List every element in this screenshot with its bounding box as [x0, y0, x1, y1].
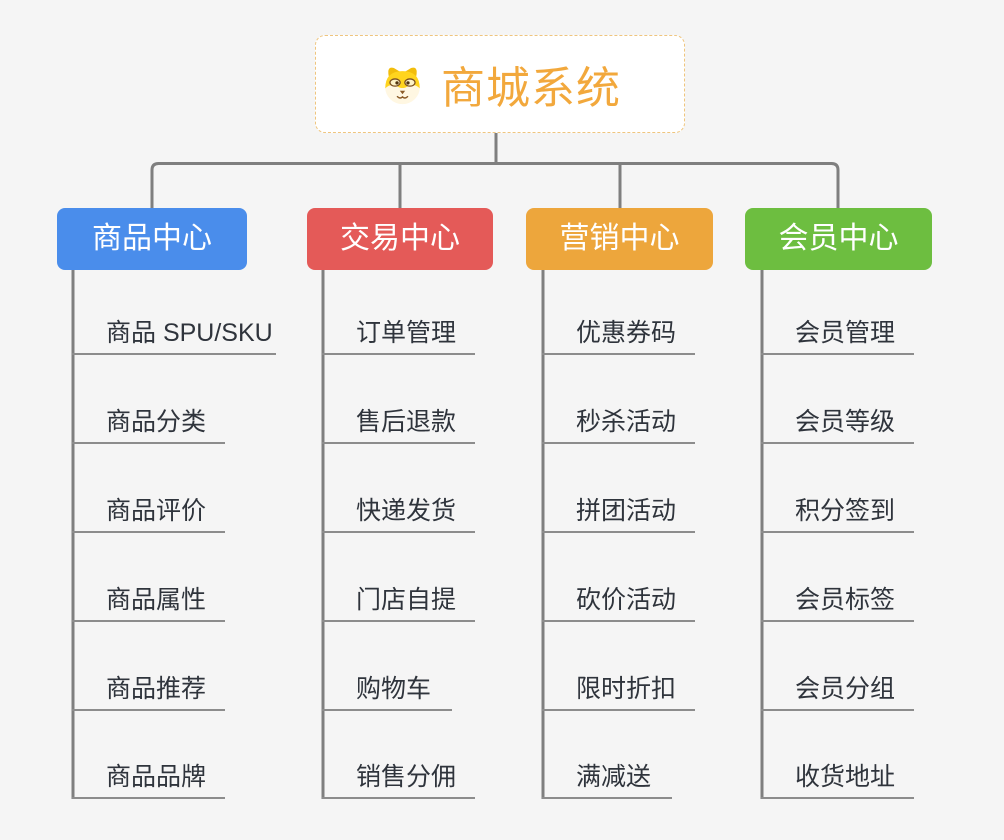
branch-node-marketing-center[interactable]: 营销中心 — [526, 208, 713, 270]
dog-face-icon — [385, 67, 420, 104]
leaf-node[interactable]: 秒杀活动 — [542, 408, 695, 444]
branch-node-member-center[interactable]: 会员中心 — [745, 208, 932, 270]
leaf-node[interactable]: 砍价活动 — [542, 586, 695, 622]
leaf-node[interactable]: 商品 SPU/SKU — [72, 319, 276, 355]
leaf-node[interactable]: 优惠券码 — [542, 319, 695, 355]
leaf-node[interactable]: 商品品牌 — [72, 763, 225, 799]
leaf-node[interactable]: 购物车 — [322, 675, 452, 711]
leaf-node[interactable]: 限时折扣 — [542, 675, 695, 711]
branch-node-product-center[interactable]: 商品中心 — [57, 208, 247, 270]
root-title: 商城系统 — [441, 64, 621, 113]
connector-top-rail — [150, 162, 840, 209]
leaf-node[interactable]: 售后退款 — [322, 408, 475, 444]
leaf-node[interactable]: 商品属性 — [72, 586, 225, 622]
leaf-node[interactable]: 会员标签 — [761, 586, 914, 622]
leaf-node[interactable]: 积分签到 — [761, 497, 914, 533]
leaf-node[interactable]: 订单管理 — [322, 319, 475, 355]
leaf-node[interactable]: 会员管理 — [761, 319, 914, 355]
leaf-node[interactable]: 商品分类 — [72, 408, 225, 444]
leaf-node[interactable]: 销售分佣 — [322, 763, 475, 799]
leaf-node[interactable]: 会员分组 — [761, 675, 914, 711]
leaf-node[interactable]: 会员等级 — [761, 408, 914, 444]
branch-node-trade-center[interactable]: 交易中心 — [307, 208, 493, 270]
leaf-node[interactable]: 收货地址 — [761, 763, 914, 799]
leaf-node[interactable]: 门店自提 — [322, 586, 475, 622]
leaf-node[interactable]: 拼团活动 — [542, 497, 695, 533]
leaf-node[interactable]: 商品推荐 — [72, 675, 225, 711]
root-node[interactable]: 商城系统 — [315, 35, 685, 133]
leaf-node[interactable]: 满减送 — [542, 763, 672, 799]
leaf-node[interactable]: 快递发货 — [322, 497, 475, 533]
leaf-node[interactable]: 商品评价 — [72, 497, 225, 533]
